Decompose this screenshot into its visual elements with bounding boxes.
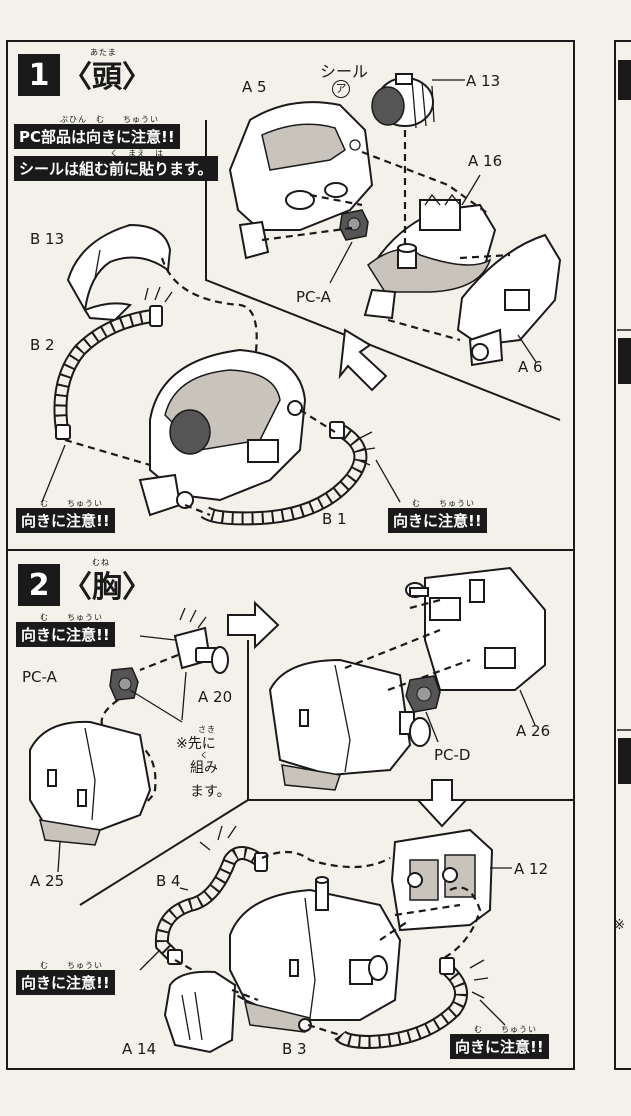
- step1-caution-left: 向きに注意!!: [16, 508, 115, 533]
- label-b3: B 3: [282, 1040, 307, 1058]
- step2-caution-top-ruby: む ちゅうい: [40, 613, 103, 622]
- dash-a14-to-chest: [231, 988, 259, 1002]
- label-pca-head: PC-A: [296, 288, 331, 306]
- dash-chest-to-a26-2: [387, 658, 471, 692]
- step1-caution-right: 向きに注意!!: [388, 508, 487, 533]
- label-b4: B 4: [156, 872, 181, 890]
- step2-caution-bottom-right: 向きに注意!!: [450, 1034, 549, 1059]
- dash-pca-to-a5: [309, 193, 363, 207]
- step2-note-ruby2: く: [200, 751, 209, 760]
- step2-note-ruby1: さき: [198, 725, 216, 734]
- part-a14: [163, 970, 237, 1054]
- label-a20: A 20: [198, 688, 233, 706]
- arrow-right-step2: [227, 600, 280, 650]
- part-b2-hose: [53, 286, 173, 440]
- part-b13: [66, 223, 172, 322]
- label-a16: A 16: [468, 152, 503, 170]
- step2-note-line2: 組み: [190, 760, 218, 776]
- dash-a6-lower: [387, 318, 461, 342]
- dash-b4-to-a12: [261, 850, 391, 869]
- step1-title: 〈頭〉: [62, 60, 152, 95]
- step1-notice-seal: シールは組む前に貼ります。: [14, 156, 218, 181]
- dash-head-to-b1: [299, 409, 336, 433]
- dash-a20-to-pca: [139, 653, 179, 672]
- part-a26: [405, 566, 546, 726]
- step2-caution-bottom-left: 向きに注意!!: [16, 970, 115, 995]
- assembly-arrow-step1: [338, 328, 388, 392]
- step2-note-line3: ます。: [190, 784, 231, 800]
- step2-caution-br-ruby: む ちゅうい: [474, 1025, 537, 1034]
- dash-b2-to-head-left: [64, 438, 151, 467]
- label-b13: B 13: [30, 230, 65, 248]
- next-page-frame-edge: [614, 40, 631, 1070]
- dash-head-to-b1-low: [184, 503, 211, 517]
- part-pca-head: [329, 209, 369, 284]
- step1-notice1-ruby: ぶひん む ちゅうい: [60, 115, 159, 124]
- main-frame: [6, 40, 575, 1070]
- assembled-head-step1: [138, 348, 307, 517]
- label-a14: A 14: [122, 1040, 157, 1058]
- arrow-down-step2: [415, 779, 469, 828]
- seal-label: シール: [320, 62, 369, 81]
- part-pcd: [405, 675, 441, 743]
- assembled-chest-upper: [268, 658, 431, 791]
- step2-caution-bl-ruby: む ちゅうい: [40, 961, 103, 970]
- pointer-caution-b-left: [139, 949, 161, 971]
- part-b4-hose: [154, 825, 268, 965]
- step1-number: 1: [18, 54, 60, 96]
- right-edge-note-mark: ※: [614, 918, 625, 933]
- step1-title-ruby: あたま: [90, 48, 117, 57]
- dash-chest-to-a12-2: [394, 903, 461, 917]
- label-a26: A 26: [516, 722, 551, 740]
- part-a6: [456, 233, 562, 367]
- step2-subarea-line-2: [79, 799, 249, 906]
- part-pca-chest: [109, 667, 139, 701]
- part-a25: [29, 720, 152, 873]
- dash-chest-to-b3: [307, 1023, 341, 1037]
- step1-notice2-ruby: く まえ は: [110, 149, 164, 158]
- step1-caution-left-ruby: む ちゅうい: [40, 499, 103, 508]
- step1-caution-right-ruby: む ちゅうい: [412, 499, 475, 508]
- dash-pca-to-a25: [100, 699, 157, 810]
- dash-a5-to-a16: [361, 150, 491, 216]
- step2-title: 〈胸〉: [62, 570, 152, 605]
- part-a16: [363, 174, 497, 320]
- dash-a12-to-b3: [439, 886, 482, 961]
- dash-a6-upper: [459, 253, 511, 260]
- label-pca-chest: PC-A: [22, 668, 57, 686]
- assembled-chest-lower: [229, 876, 402, 1033]
- part-b3-hose: [334, 957, 506, 1050]
- step2-note-line1: ※先に: [176, 736, 216, 752]
- label-a6: A 6: [518, 358, 543, 376]
- part-a12: [390, 828, 512, 932]
- label-a5: A 5: [242, 78, 267, 96]
- pointer-caution-left: [41, 444, 66, 503]
- step2-caution-top: 向きに注意!!: [16, 622, 115, 647]
- label-pcd: PC-D: [434, 746, 471, 764]
- label-a13: A 13: [466, 72, 501, 90]
- part-a13: [371, 73, 465, 129]
- part-a5: [228, 101, 374, 260]
- dash-b13-to-head: [160, 257, 258, 361]
- label-b1: B 1: [322, 510, 347, 528]
- label-a12: A 12: [514, 860, 549, 878]
- step1-notice-pc-parts: PC部品は向きに注意!!: [14, 124, 180, 149]
- part-a20: [139, 607, 229, 721]
- dash-a26-pin: [409, 598, 441, 610]
- pointer-caution-right: [375, 459, 401, 503]
- label-b2: B 2: [30, 336, 55, 354]
- label-a25: A 25: [30, 872, 65, 890]
- step2-title-ruby: むね: [92, 558, 110, 567]
- step2-number: 2: [18, 564, 60, 606]
- dash-a5-lower: [261, 226, 353, 242]
- dash-chest-to-a12-1: [379, 919, 411, 941]
- seal-mark-a: ア: [332, 80, 350, 98]
- dash-chest-to-a26-1: [344, 628, 441, 670]
